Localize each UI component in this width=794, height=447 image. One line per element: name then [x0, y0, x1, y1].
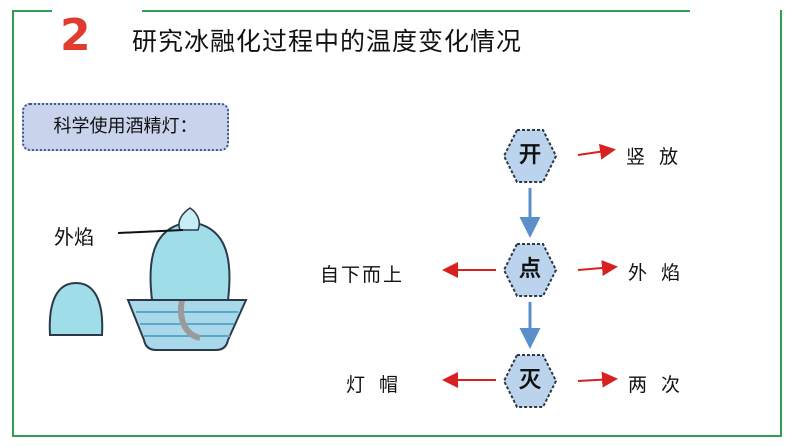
lamp-wick-icon [178, 299, 201, 341]
outer-flame-pointer [117, 229, 184, 234]
hexagon-extinguish [502, 354, 558, 408]
step-number: 2 [60, 10, 91, 61]
right-arrow-1 [577, 143, 616, 160]
note-extinguish-right: 两 次 [628, 374, 685, 396]
slide-border [12, 10, 782, 437]
action-light: 点 [518, 257, 541, 282]
note-light-right: 外 焰 [628, 262, 685, 284]
note-extinguish-left: 灯 帽 [346, 374, 403, 396]
note-light-left: 自下而上 [320, 264, 405, 286]
action-extinguish: 灭 [518, 368, 541, 393]
border-gap-right [690, 6, 780, 16]
border-gap-left [52, 6, 142, 16]
section-label-box: 科学使用酒精灯： [22, 103, 229, 151]
page-title: 研究冰融化过程中的温度变化情况 [132, 27, 523, 56]
inner-flame-icon [178, 207, 201, 231]
action-open: 开 [518, 143, 541, 168]
right-arrow-3 [577, 371, 618, 388]
lamp-cap-icon [48, 281, 104, 336]
hexagon-open [502, 129, 558, 183]
section-label: 科学使用酒精灯： [53, 116, 198, 137]
note-open-right: 竖 放 [626, 146, 683, 168]
right-arrow-2 [577, 260, 618, 276]
outer-flame-label: 外焰 [54, 225, 94, 249]
hexagon-light [502, 243, 558, 297]
